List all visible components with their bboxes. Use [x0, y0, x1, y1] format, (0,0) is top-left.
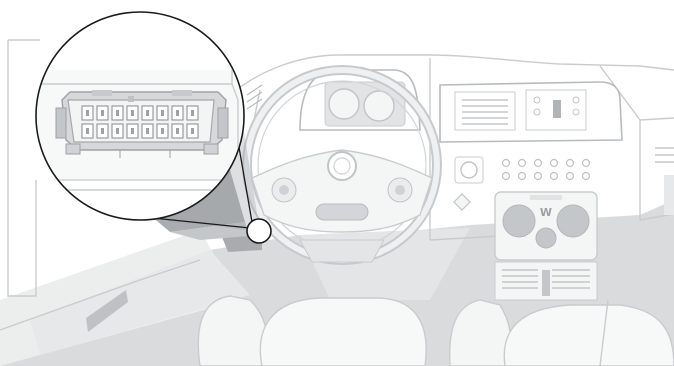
hazard-button-icon — [454, 194, 470, 210]
obd2-port-target-marker — [247, 219, 271, 243]
magnifier-callout — [30, 12, 271, 243]
climate-panel: W — [495, 192, 597, 260]
speedometer-gauge — [329, 89, 359, 119]
console-badge: W — [540, 206, 552, 219]
center-lower-vents — [495, 262, 597, 300]
left-dash-vent — [247, 85, 262, 109]
center-stack-top — [440, 82, 622, 142]
instrument-cluster — [300, 70, 420, 130]
obd2-connector-closeup — [30, 70, 250, 190]
